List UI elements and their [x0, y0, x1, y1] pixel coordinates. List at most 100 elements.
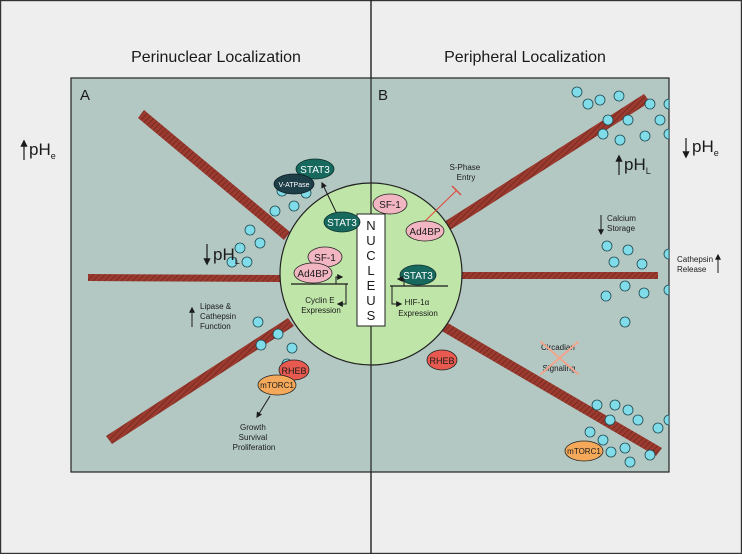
lysosome — [600, 290, 612, 302]
stat3-top-node — [295, 158, 335, 180]
lysosome-fused — [663, 98, 670, 110]
lysosome — [636, 258, 648, 270]
lysosome — [632, 414, 644, 426]
nucleus-letter: S — [367, 308, 376, 323]
lysosome — [608, 256, 620, 268]
heading-right: Peripheral Localization — [444, 49, 606, 66]
lysosome — [609, 399, 621, 411]
stat3-export-arrow — [321, 181, 338, 215]
panel-label-b: B — [378, 87, 388, 104]
circadian-cross-icon — [540, 341, 579, 375]
ph-e-left: pHe — [29, 140, 56, 161]
sf1-node-right — [372, 193, 408, 215]
panel-label-a: A — [80, 87, 90, 104]
vatpase-label: V-ATPase — [279, 182, 310, 189]
calcium-label: Calcium Storage — [607, 214, 638, 233]
sphase-inhibit-line — [420, 189, 458, 226]
filament-lower-left — [106, 318, 294, 444]
sf1-label-right: SF-1 — [379, 200, 401, 211]
lysosome — [639, 130, 651, 142]
ad4bp-node-right — [405, 220, 445, 242]
nucleus-letter: L — [367, 263, 374, 278]
lysosome — [597, 434, 609, 446]
hif-label: HIF-1α Expression — [398, 298, 438, 318]
lysosome — [622, 244, 634, 256]
lysosome-fused — [663, 248, 670, 260]
lysosome — [652, 422, 664, 434]
filament-mid-left — [88, 274, 282, 282]
lysosome — [619, 280, 631, 292]
lysosome — [619, 442, 631, 454]
expression-arrow-right — [391, 286, 403, 307]
cyclin-label: Cyclin E Expression — [301, 296, 341, 315]
lysosome — [288, 200, 300, 212]
lysosome — [234, 242, 246, 254]
lysosome — [605, 446, 617, 458]
lysosome — [226, 256, 238, 268]
nucleus-letter: E — [367, 278, 376, 293]
ph-l-right: pHL — [624, 155, 651, 176]
stat3-nuclear-node-left — [323, 211, 361, 233]
stat3-top-label: STAT3 — [300, 165, 330, 176]
circadian-label: Circadian Signaling — [541, 343, 577, 373]
mtorc1-node-right — [564, 440, 604, 462]
rheb-label-right: RHEB — [429, 356, 454, 366]
nucleus-letter: C — [366, 248, 375, 263]
nucleus-label: N U C L E U S — [366, 218, 375, 323]
mtorc1-node-left — [257, 374, 297, 396]
ad4bp-node-left — [293, 262, 333, 284]
sphase-label: S-Phase Entry — [450, 163, 483, 182]
sphase-inhibit-bar — [451, 185, 462, 196]
filament-mid-right — [462, 272, 658, 279]
stat3-nuclear-label-left: STAT3 — [327, 218, 357, 229]
mtorc1-label-left: mTORC1 — [260, 381, 294, 390]
cathepsin-label: Cathepsin Release — [677, 255, 715, 274]
stat3-label-right: STAT3 — [403, 271, 433, 282]
expression-arrow-left — [336, 284, 347, 307]
sf1-label-left: SF-1 — [314, 253, 336, 264]
lysosome-fused — [663, 284, 670, 296]
lysosome — [614, 134, 626, 146]
lysosome-fused — [663, 128, 670, 140]
lysosome — [597, 128, 609, 140]
lysosome — [286, 342, 298, 354]
lipase-label: Lipase & Cathepsin Function — [200, 302, 238, 331]
lysosomes — [226, 86, 670, 468]
lysosome — [269, 205, 281, 217]
lysosome — [272, 328, 284, 340]
lysosome — [584, 426, 596, 438]
nucleus-letter: N — [366, 218, 375, 233]
lysosome — [624, 456, 636, 468]
rheb-label-left: RHEB — [281, 366, 306, 376]
lysosome-fused — [663, 414, 670, 426]
lysosome — [613, 90, 625, 102]
lysosome — [255, 339, 267, 351]
ph-l-left: pHL — [213, 245, 240, 266]
ad4bp-label-left: Ad4BP — [297, 269, 328, 280]
promoter-arrow-right — [396, 276, 405, 286]
growth-label: Growth Survival Proliferation — [233, 423, 276, 452]
lysosome — [241, 256, 253, 268]
mtorc1-label-right: mTORC1 — [567, 447, 601, 456]
lysosome — [244, 224, 256, 236]
lysosome — [619, 316, 631, 328]
nucleus-letter: U — [366, 233, 375, 248]
lysosome — [582, 98, 594, 110]
ad4bp-label-right: Ad4BP — [409, 227, 440, 238]
lysosome — [654, 114, 666, 126]
lysosome — [644, 98, 656, 110]
lysosome — [644, 449, 656, 461]
lysosome — [591, 399, 603, 411]
filament-upper-left — [138, 110, 290, 240]
ph-e-right: pHe — [692, 137, 719, 158]
lysosome — [571, 86, 583, 98]
heading-left: Perinuclear Localization — [131, 49, 301, 66]
vatpase-node — [273, 173, 315, 195]
lysosome — [638, 287, 650, 299]
lysosome — [622, 404, 634, 416]
growth-arrow — [256, 395, 271, 419]
rheb-node-right — [426, 349, 458, 371]
nucleus-label-box — [356, 213, 386, 327]
